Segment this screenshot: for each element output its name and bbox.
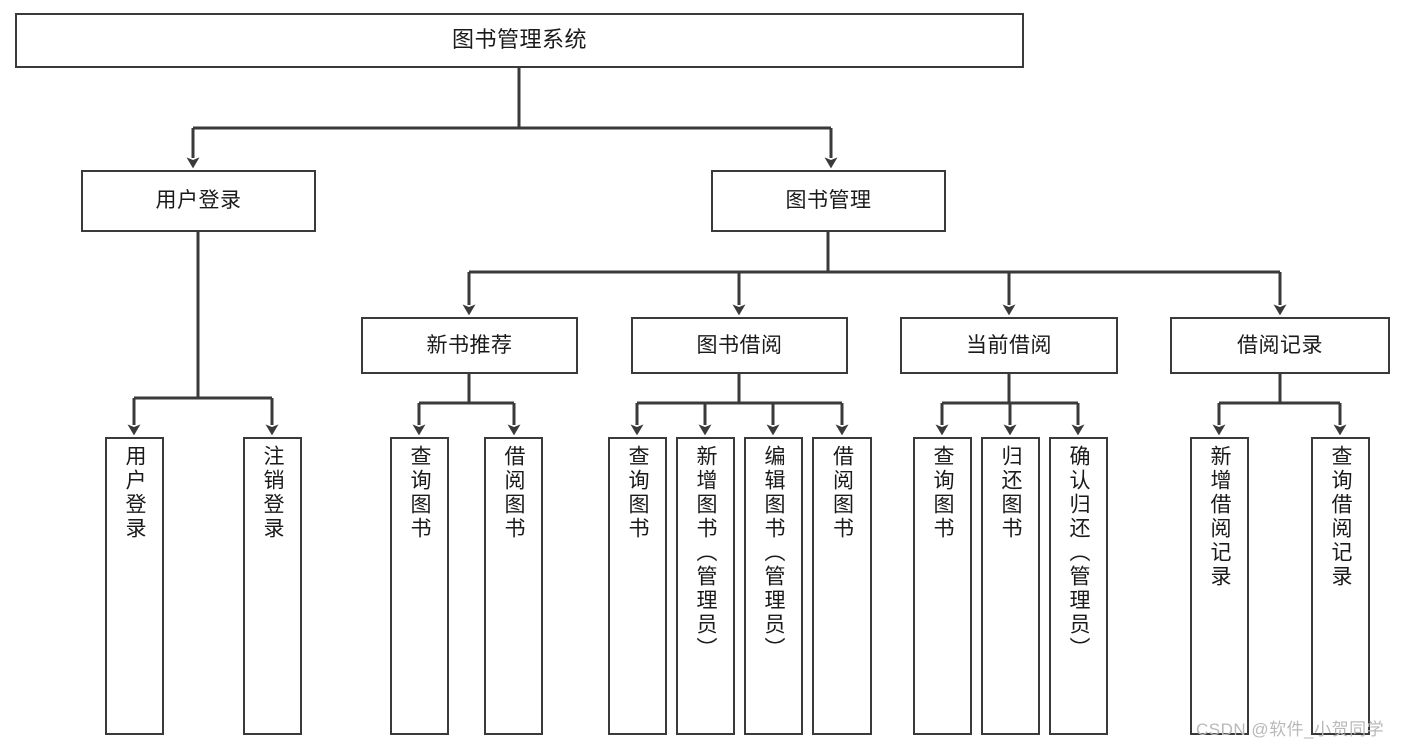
node-leaf-query-book-2[interactable]: 查询图书 bbox=[608, 437, 667, 735]
node-current-borrow[interactable]: 当前借阅 bbox=[900, 317, 1118, 374]
node-leaf-query-book-1-label: 查询图书 bbox=[408, 445, 431, 541]
node-leaf-add-book[interactable]: 新增图书（管理员） bbox=[676, 437, 735, 735]
node-leaf-logout-label: 注销登录 bbox=[261, 445, 284, 541]
node-leaf-edit-book[interactable]: 编辑图书（管理员） bbox=[744, 437, 803, 735]
node-leaf-borrow-book-2-label: 借阅图书 bbox=[830, 445, 854, 541]
node-user-login[interactable]: 用户登录 bbox=[81, 170, 316, 232]
node-leaf-user-login[interactable]: 用户登录 bbox=[105, 437, 164, 735]
node-leaf-confirm-return-label: 确认归还（管理员） bbox=[1067, 445, 1090, 661]
node-leaf-add-record-label: 新增借阅记录 bbox=[1208, 445, 1231, 589]
node-book-borrow-label: 图书借阅 bbox=[696, 333, 783, 357]
node-book-manage-label: 图书管理 bbox=[785, 189, 872, 213]
node-leaf-borrow-book-1-label: 借阅图书 bbox=[502, 445, 525, 541]
node-leaf-borrow-book-2[interactable]: 借阅图书 bbox=[812, 437, 872, 735]
node-root-label: 图书管理系统 bbox=[451, 27, 587, 53]
node-leaf-query-record-label: 查询借阅记录 bbox=[1329, 445, 1352, 589]
node-leaf-query-book-1[interactable]: 查询图书 bbox=[390, 437, 449, 735]
node-leaf-query-record[interactable]: 查询借阅记录 bbox=[1311, 437, 1370, 735]
node-root[interactable]: 图书管理系统 bbox=[15, 13, 1024, 68]
node-leaf-borrow-book-1[interactable]: 借阅图书 bbox=[484, 437, 543, 735]
node-leaf-confirm-return[interactable]: 确认归还（管理员） bbox=[1049, 437, 1108, 735]
node-leaf-edit-book-label: 编辑图书（管理员） bbox=[762, 445, 785, 661]
node-leaf-query-book-2-label: 查询图书 bbox=[626, 445, 649, 541]
node-leaf-user-login-label: 用户登录 bbox=[123, 445, 146, 541]
node-leaf-return-book[interactable]: 归还图书 bbox=[981, 437, 1040, 735]
node-leaf-logout[interactable]: 注销登录 bbox=[243, 437, 302, 735]
node-new-book-rec-label: 新书推荐 bbox=[426, 333, 513, 357]
node-leaf-return-book-label: 归还图书 bbox=[999, 445, 1022, 541]
node-leaf-query-book-3-label: 查询图书 bbox=[931, 445, 954, 541]
node-borrow-record-label: 借阅记录 bbox=[1237, 333, 1323, 357]
csdn-watermark: CSDN @软件_小贺同学 bbox=[1196, 720, 1385, 739]
node-leaf-add-record[interactable]: 新增借阅记录 bbox=[1190, 437, 1249, 735]
node-borrow-record[interactable]: 借阅记录 bbox=[1170, 317, 1390, 374]
node-new-book-rec[interactable]: 新书推荐 bbox=[361, 317, 578, 374]
node-current-borrow-label: 当前借阅 bbox=[966, 333, 1052, 357]
node-book-borrow[interactable]: 图书借阅 bbox=[631, 317, 848, 374]
node-user-login-label: 用户登录 bbox=[155, 189, 242, 213]
node-leaf-query-book-3[interactable]: 查询图书 bbox=[913, 437, 972, 735]
node-leaf-add-book-label: 新增图书（管理员） bbox=[694, 445, 717, 661]
node-book-manage[interactable]: 图书管理 bbox=[711, 170, 946, 232]
